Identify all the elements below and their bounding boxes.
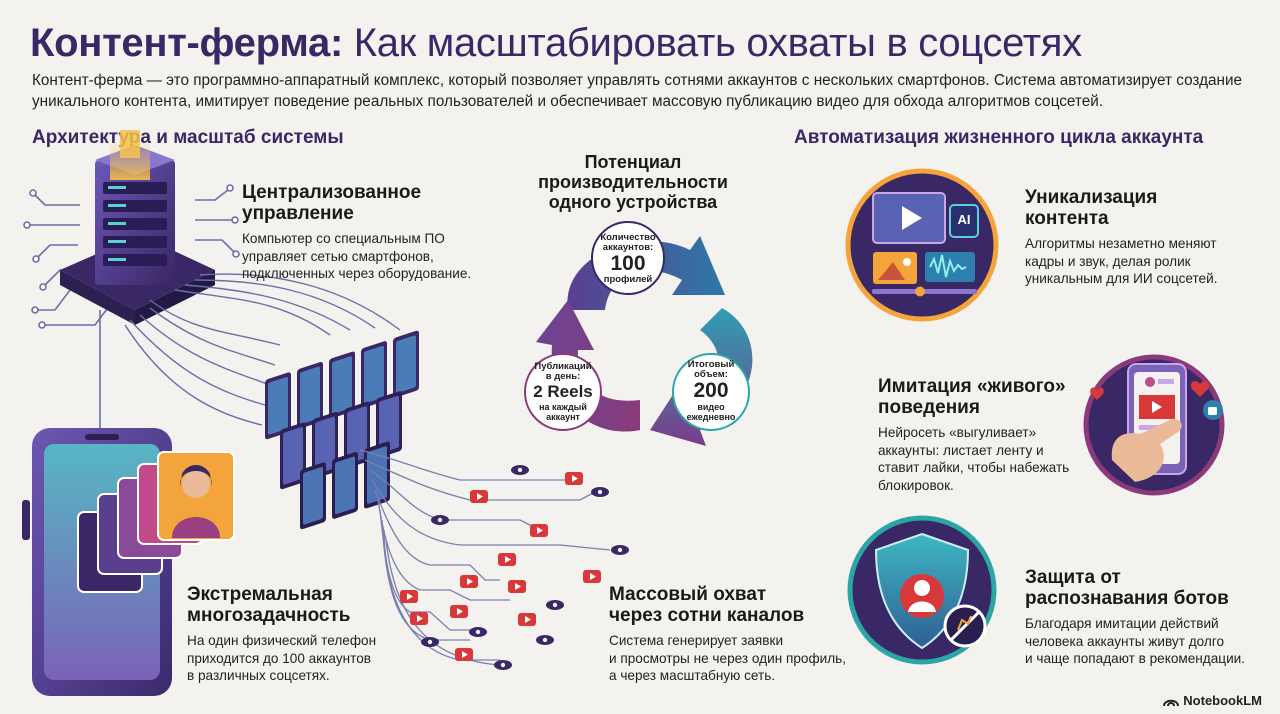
potential-title-1: Потенциал [584, 152, 682, 172]
intro-text: Контент-ферма — это программно-аппаратны… [32, 72, 1243, 110]
profile-cards [77, 451, 235, 593]
title-bold: Контент-ферма: [30, 21, 343, 65]
bot-protection-title-1: Защита от [1025, 567, 1121, 588]
live-behavior-title-1: Имитация «живого» [878, 376, 1066, 397]
total-unit-1: видео [697, 402, 725, 412]
total-label-2: объем: [694, 369, 728, 380]
multitask-text-3: в различных соцсетях. [187, 668, 330, 683]
mass-reach-text-3: а через масштабную сеть. [609, 668, 776, 683]
posts-value: 2 Reels [533, 382, 593, 401]
central-control-block: Централизованное управление Компьютер со… [242, 182, 471, 283]
profiles-node: Количество аккаунтов: 100 профилей [592, 233, 664, 285]
unique-content-text-3: уникальным для ИИ соцсетей. [1025, 271, 1218, 286]
unique-content-block: Уникализация контента Алгоритмы незаметн… [1025, 187, 1218, 288]
bot-protection-title-2: распознавания ботов [1025, 588, 1229, 609]
live-behavior-text-2: аккаунты: листает ленту и [878, 442, 1044, 458]
live-behavior-block: Имитация «живого» поведения Нейросеть «в… [878, 376, 1069, 494]
bot-protection-text-2: человека аккаунты живут долго [1025, 633, 1225, 649]
bot-protection-block: Защита от распознавания ботов Благодаря … [1025, 567, 1245, 668]
central-control-text-1: Компьютер со специальным ПО [242, 231, 445, 246]
unique-content-text-1: Алгоритмы незаметно меняют [1025, 236, 1217, 251]
total-node: Итоговый объем: 200 видео ежедневно [673, 359, 749, 423]
central-control-title-1: Централизованное [242, 182, 422, 203]
unique-content-title-2: контента [1025, 208, 1109, 229]
cycle-diagram [524, 221, 753, 446]
multitask-title-1: Экстремальная [187, 584, 333, 605]
page-title: Контент-ферма: Как масштабировать охваты… [30, 20, 1082, 66]
right-section-heading: Автоматизация жизненного цикла аккаунта [794, 127, 1204, 148]
posts-node: Публикаций в день: 2 Reels на каждый акк… [525, 361, 601, 423]
mass-reach-text-1: Система генерирует заявки [609, 633, 784, 648]
live-behavior-text-4: блокировок. [878, 477, 954, 493]
ai-badge: AI [957, 212, 971, 227]
notebooklm-logo-icon [1163, 699, 1180, 706]
potential-title-3: одного устройства [548, 192, 718, 212]
live-behavior-icon [1083, 354, 1225, 496]
central-control-text-2: управляет сетью смартфонов, [242, 248, 434, 264]
brand-name: NotebookLM [1183, 693, 1262, 708]
profiles-label-1: Количество [600, 232, 656, 243]
central-control-title-2: управление [242, 203, 354, 224]
posts-label-1: Публикаций [534, 361, 592, 372]
play-icons [400, 472, 601, 661]
total-unit-2: ежедневно [686, 412, 736, 422]
bot-protection-text-3: и чаще попадают в рекомендации. [1025, 651, 1246, 666]
total-value: 200 [693, 379, 729, 402]
potential-title: Потенциал производительности одного устр… [528, 152, 738, 212]
brand-mark: NotebookLM [1163, 693, 1262, 708]
posts-unit-2: аккаунт [546, 412, 580, 422]
unique-content-title-1: Уникализация [1025, 187, 1158, 208]
title-rest: Как масштабировать охваты в соцсетях [353, 21, 1082, 65]
eye-icons [421, 465, 629, 670]
left-section-heading: Архитектура и масштаб системы [32, 127, 344, 148]
unique-content-text-2: кадры и звук, делая ролик [1025, 253, 1191, 269]
live-behavior-text-1: Нейросеть «выгуливает» [878, 425, 1037, 440]
multitask-text-2: приходится до 100 аккаунтов [187, 650, 371, 666]
bot-protection-icon [847, 515, 997, 665]
network-cables [124, 273, 401, 426]
mass-reach-text-2: и просмотры не через один профиль, [609, 650, 847, 666]
mass-reach-block: Массовый охват через сотни каналов Систе… [609, 584, 846, 685]
profiles-value: 100 [610, 252, 646, 275]
mass-reach-title-1: Массовый охват [609, 584, 767, 605]
unique-content-icon [845, 168, 999, 322]
potential-title-2: производительности [538, 172, 728, 192]
posts-label-2: в день: [545, 371, 581, 382]
total-label-1: Итоговый [687, 359, 735, 370]
profiles-label-2: аккаунтов: [602, 242, 654, 253]
central-control-text-3: подключенных через оборудование. [242, 266, 472, 281]
multitask-text-1: На один физический телефон [187, 633, 377, 648]
phone-rack [265, 330, 419, 530]
bot-protection-text-1: Благодаря имитации действий [1025, 616, 1219, 631]
server-icon [60, 130, 215, 325]
posts-unit-1: на каждый [539, 402, 587, 412]
live-behavior-text-3: ставит лайки, чтобы набежать [878, 460, 1070, 475]
live-behavior-title-2: поведения [878, 397, 980, 418]
profiles-unit: профилей [603, 274, 653, 285]
multitask-block: Экстремальная многозадачность На один фи… [187, 584, 376, 685]
mass-reach-title-2: через сотни каналов [609, 605, 805, 626]
multitask-title-2: многозадачность [187, 605, 351, 626]
